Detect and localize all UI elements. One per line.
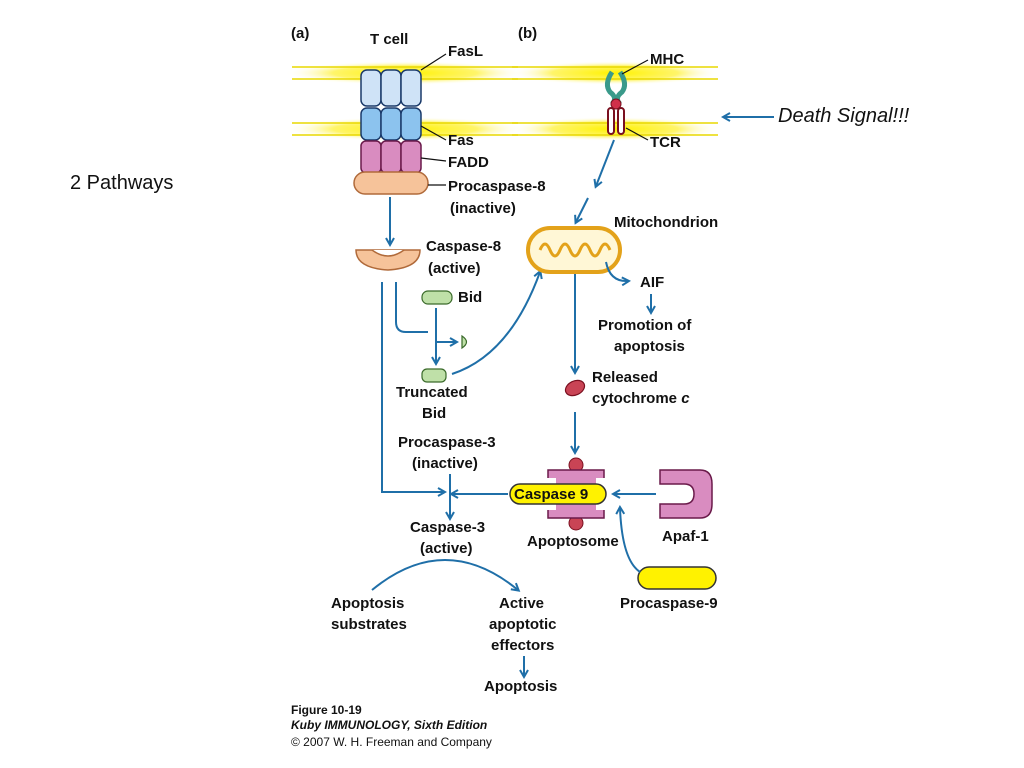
truncated-bid-shape	[421, 368, 447, 383]
procaspase8-inactive-label: (inactive)	[450, 200, 516, 217]
apaf1-shape	[659, 469, 713, 519]
bid-fragment-shape	[461, 334, 468, 350]
promotion-label: Promotion of	[598, 317, 692, 334]
caspase8-shape	[355, 249, 421, 271]
membranes	[285, 61, 720, 141]
fasl-label: FasL	[448, 43, 483, 60]
panel-b-label: (b)	[518, 25, 537, 42]
caspase3-active-label: (active)	[420, 540, 473, 557]
substrates-label-2: substrates	[331, 616, 407, 633]
procaspase3-label: Procaspase-3	[398, 434, 496, 451]
mitochondrion-shape	[526, 226, 622, 274]
truncated-bid-label: Truncated	[396, 384, 468, 401]
caspase9-label: Caspase 9	[514, 486, 588, 503]
substrates-label: Apoptosis	[331, 595, 404, 612]
mhc-tcr-complex	[604, 70, 628, 135]
tcell-label: T cell	[370, 31, 408, 48]
aif-label: AIF	[640, 274, 664, 291]
truncated-bid-label-2: Bid	[422, 405, 446, 422]
cytochrome-label: Released	[592, 369, 658, 386]
membrane-top-b	[510, 61, 720, 85]
apoptosis-label: Apoptosis	[484, 678, 557, 695]
effectors-label-2: apoptotic	[489, 616, 557, 633]
caspase9-shape	[509, 483, 607, 505]
fas-label: Fas	[448, 132, 474, 149]
effectors-label: Active	[499, 595, 544, 612]
caspase8-label: Caspase-8	[426, 238, 501, 255]
bid-shape	[421, 290, 453, 305]
panel-a-label: (a)	[291, 25, 309, 42]
cytochrome-c-shape	[564, 379, 586, 397]
mitochondrion-label: Mitochondrion	[614, 214, 718, 231]
cytochrome-label-2: cytochrome c	[592, 390, 690, 407]
fas-trimer	[360, 107, 422, 141]
mhc-label: MHC	[650, 51, 684, 68]
procaspase8-label: Procaspase-8	[448, 178, 546, 195]
side-label: 2 Pathways	[70, 172, 174, 194]
procaspase8-shape	[353, 171, 429, 195]
apoptosome-label: Apoptosome	[527, 533, 619, 550]
promotion-label-2: apoptosis	[614, 338, 685, 355]
procaspase9-label: Procaspase-9	[620, 595, 718, 612]
copyright: © 2007 W. H. Freeman and Company	[291, 735, 492, 749]
tcr-label: TCR	[650, 134, 681, 151]
caspase3-label: Caspase-3	[410, 519, 485, 536]
bid-label: Bid	[458, 289, 482, 306]
death-signal-label: Death Signal!!!	[778, 105, 910, 127]
fadd-label: FADD	[448, 154, 489, 171]
fadd-trimer	[360, 140, 422, 174]
caspase8-active-label: (active)	[428, 260, 481, 277]
effectors-label-3: effectors	[491, 637, 554, 654]
figure-number: Figure 10-19	[291, 703, 362, 717]
procaspase9-shape	[637, 566, 717, 590]
book-title: Kuby IMMUNOLOGY, Sixth Edition	[291, 718, 487, 732]
apaf1-label: Apaf-1	[662, 528, 709, 545]
fasl-trimer	[360, 69, 422, 107]
procaspase3-inactive-label: (inactive)	[412, 455, 478, 472]
